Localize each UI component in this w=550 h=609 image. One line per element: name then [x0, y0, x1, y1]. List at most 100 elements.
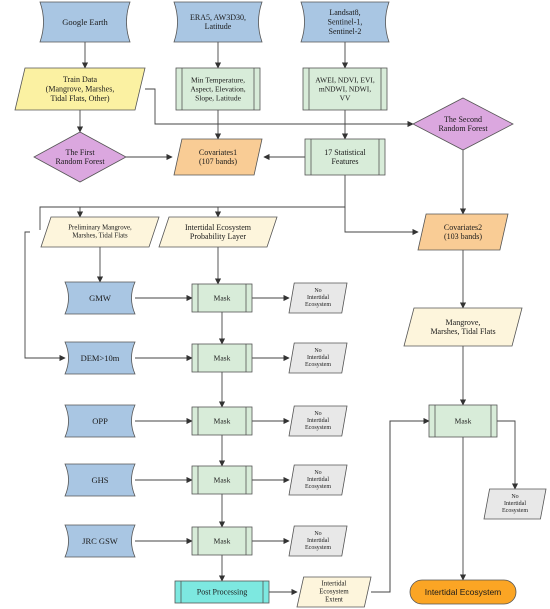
landsat-label: Sentinel-1, — [328, 18, 363, 27]
intertidal-ecosystem-label: Intertidal Ecosystem — [425, 587, 502, 597]
no3-label: No — [314, 411, 321, 417]
covariates2-label: (103 bands) — [444, 232, 482, 241]
era5-label: Latitude — [205, 22, 232, 31]
extent-label: Extent — [325, 597, 343, 604]
mask4-label: Mask — [214, 476, 231, 485]
covariates2-label: Covariates2 — [444, 223, 482, 232]
covariates1-label: Covariates1 — [199, 148, 237, 157]
no4-label: Ecosystem — [305, 484, 331, 490]
connector-arrow — [76, 175, 346, 218]
stat-features-label: 17 Statistical — [324, 148, 366, 157]
jrc-node: JRC GSW — [64, 524, 136, 558]
rf1-label: Random Forest — [55, 157, 105, 166]
rf1-label: The First — [65, 148, 95, 157]
min-temp-label: Slope, Latitude — [195, 93, 241, 102]
mask2-label: Mask — [214, 354, 231, 363]
no1-label: No — [314, 288, 321, 294]
landsat-label: Sentinel-2 — [329, 27, 362, 36]
mask3-node: Mask — [191, 406, 253, 436]
landsat-label: Landsat8, — [329, 8, 360, 17]
no6-label: No — [511, 494, 518, 500]
prelim-label: Preliminary Mangrove, — [68, 224, 132, 231]
mask1-label: Mask — [214, 294, 231, 303]
indices-label: AWEI, NDVI, EVI, — [315, 76, 375, 85]
mask5-label: Mask — [214, 537, 231, 546]
google-earth-node: Google Earth — [39, 1, 131, 43]
post-processing-node: Post Processing — [174, 580, 270, 604]
nodes: Google Earth ERA5, AW3D30,Latitude Landsat… — [14, 1, 547, 608]
era5-label: ERA5, AW3D30, — [190, 13, 246, 22]
indices-label: mNDWI, NDWI, — [319, 85, 371, 94]
mask1-node: Mask — [191, 283, 253, 313]
train-data-label: Train Data — [63, 75, 98, 84]
google-earth-label: Google Earth — [62, 17, 108, 27]
dem-node: DEM>10m — [64, 341, 136, 375]
connector-arrow — [371, 417, 430, 593]
covariates1-node: Covariates1(107 bands) — [173, 138, 263, 176]
min-temp-label: Aspect, Elevation, — [190, 85, 245, 94]
no4-label: Intertidal — [307, 477, 329, 483]
gmw-node: GMW — [64, 281, 136, 315]
no6-label: Ecosystem — [502, 508, 528, 514]
era5-node: ERA5, AW3D30,Latitude — [173, 1, 263, 43]
train-data-label: (Mangrove, Marshes, — [46, 85, 115, 94]
no1-label: Intertidal — [307, 295, 329, 301]
no3-label: Intertidal — [307, 418, 329, 424]
connector-arrow — [39, 206, 80, 230]
connector-arrow — [497, 420, 519, 490]
rf2-label: Random Forest — [438, 124, 488, 133]
train-data-label: Tidal Flats, Other) — [50, 94, 109, 103]
mangrove-final-label: Mangrove, — [446, 318, 481, 327]
intertidal-ecosystem-node: Intertidal Ecosystem — [409, 579, 517, 605]
jrc-label: JRC GSW — [82, 536, 118, 546]
no3-label: Ecosystem — [305, 425, 331, 431]
connectors — [24, 42, 519, 596]
no5-label: Ecosystem — [305, 545, 331, 551]
connector-arrow — [24, 231, 66, 362]
opp-node: OPP — [64, 404, 136, 438]
indices-label: VV — [340, 93, 351, 102]
prob-layer-label: Intertidal Ecosystem — [185, 223, 252, 232]
mask3-label: Mask — [214, 417, 231, 426]
mask6-label: Mask — [455, 417, 472, 426]
prob-layer-label: Probability Layer — [190, 232, 247, 241]
no6-label: Intertidal — [504, 501, 526, 507]
mask6-node: Mask — [428, 404, 498, 438]
mask4-node: Mask — [191, 465, 253, 495]
prelim-node: Preliminary Mangrove, Marshes, Tidal Flat… — [40, 216, 160, 248]
extent-label: Ecosystem — [319, 589, 349, 596]
covariates2-node: Covariates2(103 bands) — [417, 213, 509, 251]
dem-label: DEM>10m — [81, 353, 120, 363]
no4-label: No — [314, 470, 321, 476]
opp-label: OPP — [92, 416, 108, 426]
min-temp-label: Min Temperature, — [191, 76, 245, 85]
landsat-node: Landsat8,Sentinel-1,Sentinel-2 — [300, 1, 390, 43]
connector-arrow — [371, 420, 429, 593]
ghs-node: GHS — [64, 463, 136, 497]
extent-label: Intertidal — [322, 580, 347, 587]
train-data-node: Train Data(Mangrove, Marshes,Tidal Flats… — [14, 67, 146, 111]
post-processing-label: Post Processing — [197, 588, 247, 597]
no2-label: Ecosystem — [305, 362, 331, 368]
mask2-node: Mask — [191, 343, 253, 373]
no5-label: No — [314, 531, 321, 537]
ghs-label: GHS — [91, 475, 108, 485]
no5-label: Intertidal — [307, 538, 329, 544]
no1-label: Ecosystem — [305, 302, 331, 308]
min-temp-node: Min Temperature,Aspect, Elevation,Slope,… — [175, 67, 261, 111]
prelim-label: Marshes, Tidal Flats — [72, 233, 128, 240]
mangrove-final-node: Mangrove,Marshes, Tidal Flats — [403, 307, 523, 347]
stat-features-label: Features — [331, 157, 358, 166]
mask5-node: Mask — [191, 526, 253, 556]
